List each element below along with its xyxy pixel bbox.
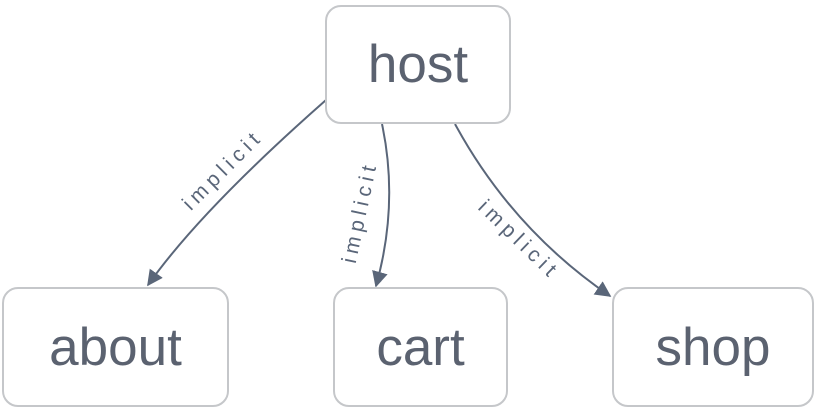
- edge-label-host-shop: implicit: [474, 196, 565, 285]
- edge-label-host-cart: implicit: [338, 159, 382, 266]
- edge-host-shop: [454, 123, 612, 297]
- node-cart-label: cart: [376, 317, 465, 377]
- node-host[interactable]: host: [325, 5, 511, 124]
- edge-host-cart: [372, 123, 391, 288]
- node-shop-label: shop: [655, 317, 771, 377]
- node-shop[interactable]: shop: [612, 287, 814, 407]
- edge-label-host-about: implicit: [178, 125, 268, 215]
- node-about-label: about: [49, 317, 182, 377]
- node-cart[interactable]: cart: [333, 287, 508, 407]
- node-about[interactable]: about: [2, 287, 229, 407]
- node-host-label: host: [367, 35, 469, 94]
- edge-host-about: [147, 99, 327, 287]
